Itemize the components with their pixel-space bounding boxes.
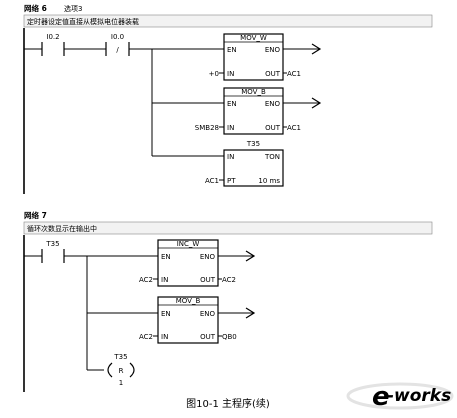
mov-b-block[interactable]: MOV_B EN ENO IN OUT [223,87,284,135]
out-pin: OUT [265,124,281,132]
eno-arrow-icon [311,97,322,109]
coil-count: 1 [119,379,123,387]
contact-t35[interactable]: T35 [41,240,65,263]
in-pin: IN [227,124,234,132]
out-pin: OUT [200,333,216,341]
in-pin: IN [161,333,168,341]
eno-pin: ENO [200,310,216,318]
eno-arrow-icon [245,250,256,262]
mov-w-block[interactable]: MOV_W EN ENO IN OUT [223,33,284,81]
network-6-title: 网络 6 [24,3,47,13]
timer-type: TON [264,153,280,161]
contact-i0-0-nc[interactable]: / I0.0 [105,33,130,56]
watermark-e: e [372,382,390,412]
inc-w-block[interactable]: INC_W EN ENO IN OUT [157,239,219,287]
contact-address: I0.0 [111,33,124,41]
network-7-comment: 循环次数显示在输出中 [27,224,97,233]
network-7: 网络 7 循环次数显示在输出中 T35 INC_W EN ENO IN OUT … [23,210,433,392]
en-pin: EN [227,46,237,54]
ton-timer-block[interactable]: IN TON PT 10 ms [223,149,284,187]
network-6-comment-box [23,14,433,28]
network-7-comment-box [23,221,433,235]
eno-arrow-icon [311,43,322,55]
coil-right-arc [129,362,135,378]
in-operand: SMB28 [195,124,219,132]
pt-operand: AC1 [205,177,219,185]
eno-arrow-icon [245,307,256,319]
out-operand: AC1 [287,70,301,78]
eno-pin: ENO [200,253,216,261]
network-7-title: 网络 7 [24,210,47,220]
en-pin: EN [227,100,237,108]
watermark-swoosh [346,382,454,410]
watermark-dash: - [387,386,394,406]
block-name: MOV_B [176,297,201,305]
block-name: MOV_W [240,34,267,42]
network-6-subtitle: 选项3 [64,4,82,13]
timer-name: T35 [246,140,260,148]
in-pin: IN [161,276,168,284]
coil-left-arc [107,362,113,378]
mov-b-block-2[interactable]: MOV_B EN ENO IN OUT [157,296,219,344]
out-pin: OUT [265,70,281,78]
block-name: INC_W [177,240,200,248]
network-6: 网络 6 选项3 定时器设定值直接从模拟电位器装载 I0.2 / I0.0 MO… [23,3,433,194]
out-operand: QB0 [222,333,237,341]
time-base: 10 ms [258,177,280,185]
contact-address: I0.2 [46,33,59,41]
pt-pin: PT [227,177,236,185]
coil-address: T35 [113,353,127,361]
contact-i0-2[interactable]: I0.2 [41,33,65,56]
coil-symbol: R [119,367,124,375]
out-pin: OUT [200,276,216,284]
block-name: MOV_B [241,88,266,96]
in-operand: AC2 [139,276,153,284]
eworks-watermark: e - works [346,382,454,412]
out-operand: AC1 [287,124,301,132]
in-pin: IN [227,153,234,161]
figure-caption: 图10-1 主程序(续) [186,397,270,410]
network-6-comment: 定时器设定值直接从模拟电位器装载 [27,17,139,26]
in-operand: +0 [209,70,219,78]
en-pin: EN [161,310,171,318]
watermark-text: works [394,386,451,406]
eno-pin: ENO [265,100,281,108]
nc-slash: / [116,46,119,54]
out-operand: AC2 [222,276,236,284]
in-pin: IN [227,70,234,78]
eno-pin: ENO [265,46,281,54]
en-pin: EN [161,253,171,261]
reset-coil-t35[interactable]: T35 R 1 [107,353,135,387]
in-operand: AC2 [139,333,153,341]
contact-address: T35 [45,240,59,248]
